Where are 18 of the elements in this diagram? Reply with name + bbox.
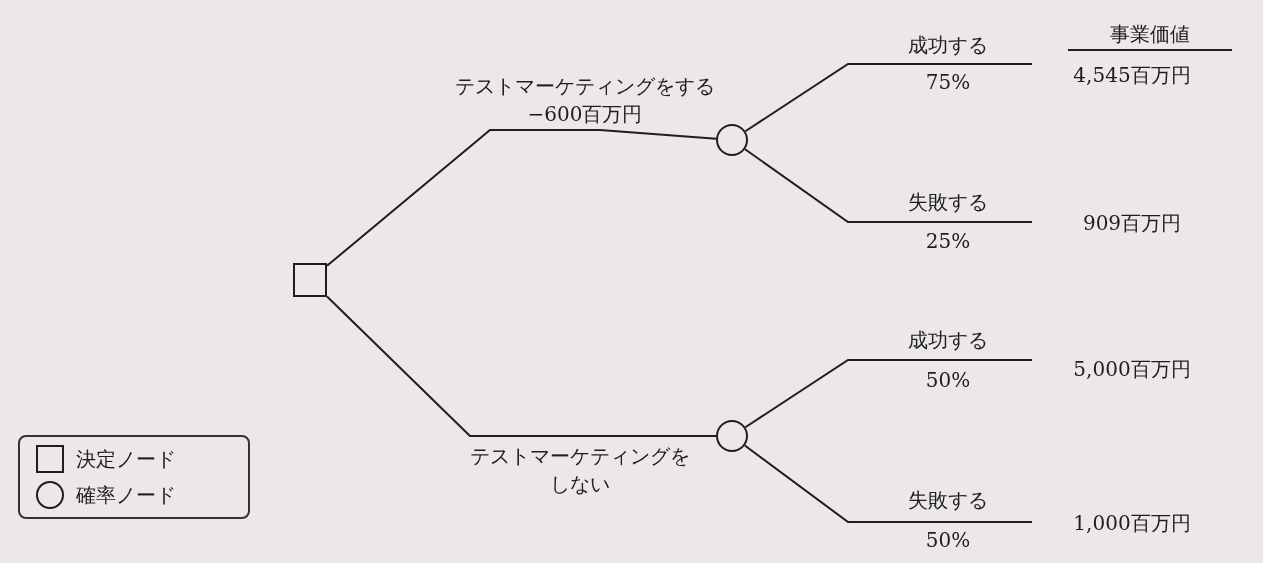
branch-line — [326, 129, 718, 267]
probability-text: 25% — [925, 228, 971, 254]
legend-text: 確率ノード — [76, 482, 176, 509]
probability-text: 50% — [925, 527, 971, 553]
value-text: 909百万円 — [1081, 210, 1183, 236]
column-header: 事業価値 — [1068, 21, 1232, 51]
branch-line — [744, 359, 1033, 429]
value-text: 5,000百万円 — [1072, 356, 1192, 382]
decision-node-square — [293, 263, 327, 297]
value-text: 4,545百万円 — [1072, 62, 1192, 88]
probability-text: 50% — [925, 367, 971, 393]
branch-line — [743, 444, 1033, 523]
branch-line — [744, 148, 1033, 223]
value-text: 1,000百万円 — [1072, 510, 1192, 536]
branch-line — [326, 295, 717, 437]
probability-text: 75% — [925, 69, 971, 95]
branch-line — [744, 63, 1033, 133]
legend-text: 決定ノード — [76, 446, 176, 473]
